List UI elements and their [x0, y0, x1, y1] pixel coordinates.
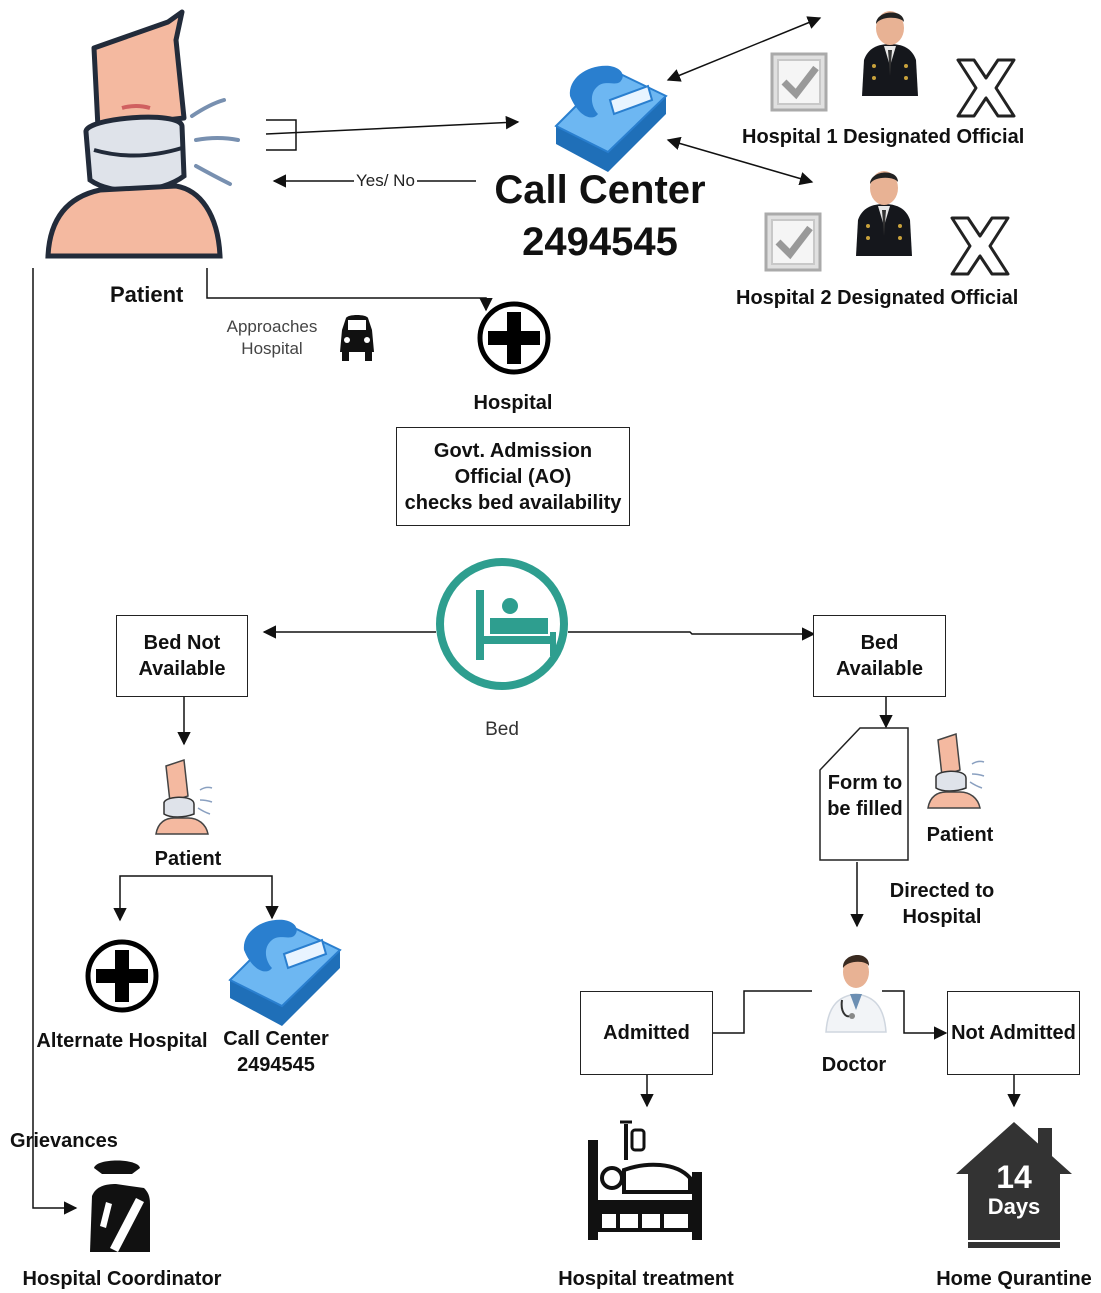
call-center-small-label: Call Center 2494545 [223, 1026, 329, 1078]
return-bracket [266, 119, 297, 151]
approaches-line1: Approaches [226, 317, 318, 336]
car-icon [340, 315, 374, 361]
directed-line1: Directed to [889, 880, 995, 902]
directed-to-hospital-label: Directed to Hospital [890, 878, 994, 930]
form-line1: Form to [827, 772, 903, 794]
bed-not-available-box: Bed Not Available [116, 615, 248, 697]
arrow-doctor-to-not-admitted [882, 990, 948, 1040]
patient-large-icon [45, 9, 240, 259]
approaches-line2: Hospital [241, 339, 303, 359]
admission-official-line2: Official (AO) [454, 465, 572, 488]
arrow-patient-to-hospital [206, 268, 493, 312]
official-icon [856, 171, 912, 256]
call-center-phone-icon [555, 64, 667, 173]
grievances-label: Grievances [10, 1130, 118, 1152]
hospital-coordinator-label: Hospital Coordinator [22, 1268, 222, 1290]
arrow-patient-to-callcenter [265, 115, 520, 135]
patient-top-label: Patient [110, 282, 184, 307]
bed-not-available-line2: Available [138, 658, 226, 680]
bed-label: Bed [485, 719, 519, 740]
admission-official-line1: Govt. Admission [433, 439, 593, 462]
bed-available-box: Bed Available [813, 615, 946, 697]
form-document-icon [819, 727, 909, 861]
bed-available-line2: Available [835, 658, 924, 680]
alternate-hospital-icon [88, 942, 156, 1010]
hospital-treatment-label: Hospital treatment [558, 1268, 734, 1290]
hospital-icon [480, 304, 548, 372]
bed-available-line1: Bed [860, 632, 899, 654]
call-center-small-name: Call Center [223, 1028, 329, 1050]
arrow-callcenter-hospital1 [666, 16, 822, 82]
call-center-name: Call Center [494, 168, 706, 212]
alternate-hospital-label: Alternate Hospital [36, 1030, 208, 1052]
hospital-bed-patient-icon [588, 1120, 702, 1240]
yes-no-label: Yes/ No [354, 171, 417, 191]
connectors [32, 16, 1021, 1215]
patient-right-icon [927, 733, 985, 809]
approaches-hospital-label: Approaches Hospital [227, 316, 318, 360]
patient-left-label: Patient [154, 848, 222, 870]
home-quarantine-label: Home Qurantine [936, 1268, 1092, 1290]
hospital2-official-label: Hospital 2 Designated Official [736, 287, 1019, 309]
not-admitted-box: Not Admitted [947, 991, 1080, 1075]
admission-official-box: Govt. Admission Official (AO) checks bed… [396, 427, 630, 526]
arrow-patient-to-coordinator [32, 268, 78, 1215]
hospital1-official-label: Hospital 1 Designated Official [742, 126, 1025, 148]
bed-not-available-line1: Bed Not [143, 632, 221, 654]
form-line2: be filled [827, 798, 903, 820]
admission-official-line3: checks bed availability [404, 491, 622, 514]
directed-line2: Hospital [902, 906, 982, 928]
x-mark-icon [950, 216, 1010, 276]
call-center-small-phone-icon [229, 918, 341, 1027]
checkbox-icon [766, 214, 820, 270]
home-quarantine-icon: 14 Days [956, 1122, 1072, 1248]
patient-small-icon [155, 759, 213, 835]
bed-icon [436, 558, 568, 690]
call-center-title: Call Center 2494545 [494, 164, 705, 268]
official-icon [862, 11, 918, 96]
checkbox-icon [772, 54, 826, 110]
call-center-small-number: 2494545 [237, 1054, 315, 1076]
quarantine-days-number: 14 [996, 1159, 1032, 1195]
patient-right-label: Patient [926, 824, 994, 846]
call-center-number: 2494545 [522, 220, 678, 264]
quarantine-days-unit: Days [988, 1194, 1041, 1219]
doctor-icon [825, 954, 887, 1033]
doctor-label: Doctor [821, 1054, 887, 1076]
line-doctor-to-admitted [712, 990, 812, 1034]
x-mark-icon [956, 58, 1016, 118]
arrow-patient-split [119, 875, 273, 918]
admitted-box: Admitted [580, 991, 713, 1075]
arrow-bed-to-available [568, 627, 816, 641]
hospital-coordinator-icon [90, 1160, 150, 1252]
form-label: Form to be filled [827, 770, 903, 822]
hospital-label: Hospital [473, 392, 553, 414]
arrow-callcenter-hospital2 [666, 136, 814, 186]
